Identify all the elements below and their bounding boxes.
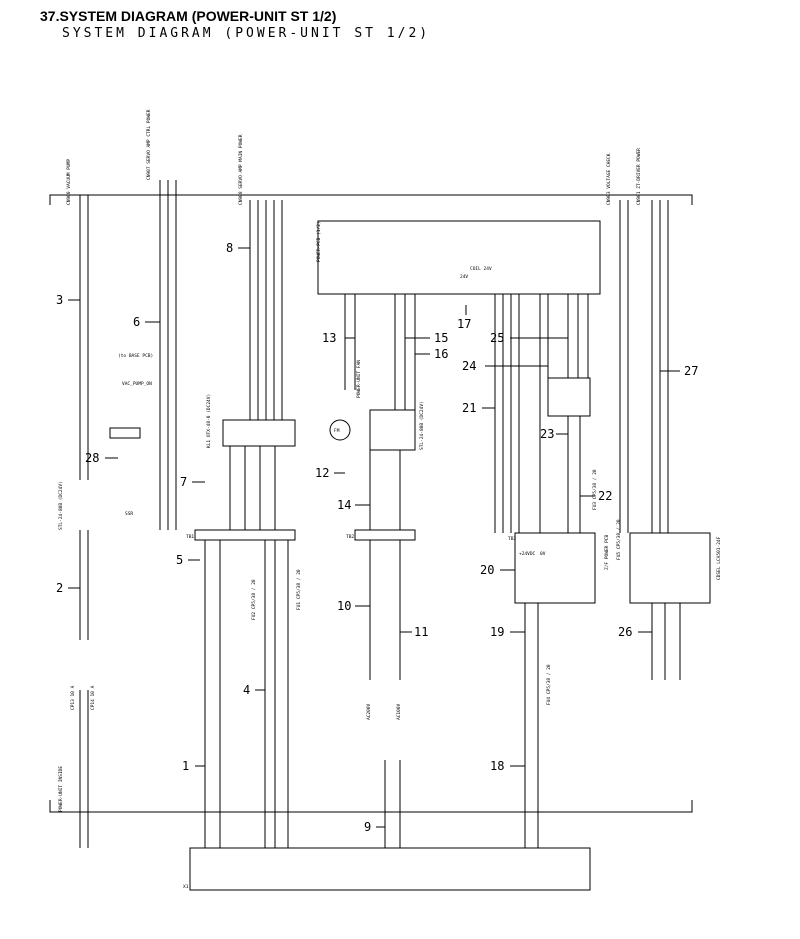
svg-text:16: 16: [434, 347, 448, 361]
svg-text:POWER-UNIT INSIDE: POWER-UNIT INSIDE: [58, 766, 64, 812]
svg-text:27: 27: [684, 364, 698, 378]
svg-text:7: 7: [180, 475, 187, 489]
svg-text:STL-24-80B (DC24V): STL-24-80B (DC24V): [58, 481, 64, 530]
svg-text:21: 21: [462, 401, 476, 415]
svg-text:VAC_PUMP_ON: VAC_PUMP_ON: [122, 381, 152, 387]
svg-text:12: 12: [315, 466, 329, 480]
svg-text:CDSEL LCA501-24F: CDSEL LCA501-24F: [716, 536, 722, 580]
svg-text:9: 9: [364, 820, 371, 834]
svg-text:24: 24: [462, 359, 476, 373]
svg-text:FU4 CP5/38 / 20: FU4 CP5/38 / 20: [546, 664, 552, 705]
svg-text:AC200V: AC200V: [366, 703, 372, 720]
svg-text:FM: FM: [334, 428, 340, 434]
svg-text:8: 8: [226, 241, 233, 255]
svg-text:FU2 CP5/38 / 20: FU2 CP5/38 / 20: [251, 579, 257, 620]
svg-text:(to BASE PCB): (to BASE PCB): [118, 353, 153, 359]
svg-text:25: 25: [490, 331, 504, 345]
svg-text:18: 18: [490, 759, 504, 773]
svg-text:20: 20: [480, 563, 494, 577]
svg-text:14: 14: [337, 498, 351, 512]
svg-text:19: 19: [490, 625, 504, 639]
svg-text:15: 15: [434, 331, 448, 345]
svg-text:1: 1: [182, 759, 189, 773]
connector-labels: CN900 VACUUM PUMP CN907 SERVO AMP CTRL P…: [58, 109, 722, 890]
svg-text:FU5 CP5/38 / 20: FU5 CP5/38 / 20: [616, 519, 622, 560]
svg-text:AC100V: AC100V: [396, 703, 402, 720]
svg-text:CP14 10 A: CP14 10 A: [90, 685, 96, 710]
svg-text:CN901 ZT-DRIVER POWER: CN901 ZT-DRIVER POWER: [636, 148, 642, 205]
svg-text:TB2: TB2: [346, 534, 354, 540]
svg-text:5: 5: [176, 553, 183, 567]
svg-text:Z/F POWER PCB: Z/F POWER PCB: [604, 534, 610, 570]
svg-text:CN908 SERVO AMP MAIN POWER: CN908 SERVO AMP MAIN POWER: [238, 134, 244, 205]
svg-text:24V: 24V: [460, 274, 468, 280]
svg-text:4: 4: [243, 683, 250, 697]
svg-text:0V: 0V: [540, 551, 546, 557]
svg-text:13: 13: [322, 331, 336, 345]
svg-text:TB3: TB3: [508, 536, 516, 542]
page-subtitle: SYSTEM DIAGRAM (POWER-UNIT ST 1/2): [62, 26, 431, 41]
svg-text:17: 17: [457, 317, 471, 331]
svg-text:6: 6: [133, 315, 140, 329]
svg-text:FU3 CP5/38 / 20: FU3 CP5/38 / 20: [592, 469, 598, 510]
svg-text:COIL 24V: COIL 24V: [470, 266, 492, 272]
svg-text:STL-24-80B (DC24V): STL-24-80B (DC24V): [419, 401, 425, 450]
svg-text:POWER-UNIT FAN: POWER-UNIT FAN: [356, 360, 362, 398]
svg-text:28: 28: [85, 451, 99, 465]
svg-text:2: 2: [56, 581, 63, 595]
svg-text:CN907 SERVO AMP CTRL POWER: CN907 SERVO AMP CTRL POWER: [146, 109, 152, 180]
svg-text:KL1 OTX-48-0 (DC24V): KL1 OTX-48-0 (DC24V): [206, 394, 212, 448]
svg-text:POWER-PCB (1/2): POWER-PCB (1/2): [316, 221, 322, 262]
frame-lines: [49, 180, 711, 891]
callouts: 1 2 3 4 5 6 7 8 9 10 11 12 13 14 15 16 1…: [56, 241, 698, 834]
page-title: 37.SYSTEM DIAGRAM (POWER-UNIT ST 1/2): [40, 8, 337, 24]
svg-text:3: 3: [56, 293, 63, 307]
svg-text:CN900 VACUUM PUMP: CN900 VACUUM PUMP: [66, 159, 72, 205]
svg-text:TB1: TB1: [186, 534, 194, 540]
svg-text:SSR: SSR: [125, 511, 133, 517]
svg-text:CP13 10 A: CP13 10 A: [70, 685, 76, 710]
svg-text:26: 26: [618, 625, 632, 639]
svg-text:+24VDC: +24VDC: [519, 551, 536, 557]
svg-text:CN903 VOLTAGE CHECK: CN903 VOLTAGE CHECK: [606, 153, 612, 205]
svg-text:22: 22: [598, 489, 612, 503]
svg-text:X1: X1: [183, 884, 189, 890]
svg-text:FU1 CP5/38 / 20: FU1 CP5/38 / 20: [296, 569, 302, 610]
svg-text:11: 11: [414, 625, 428, 639]
svg-text:10: 10: [337, 599, 351, 613]
svg-text:23: 23: [540, 427, 554, 441]
